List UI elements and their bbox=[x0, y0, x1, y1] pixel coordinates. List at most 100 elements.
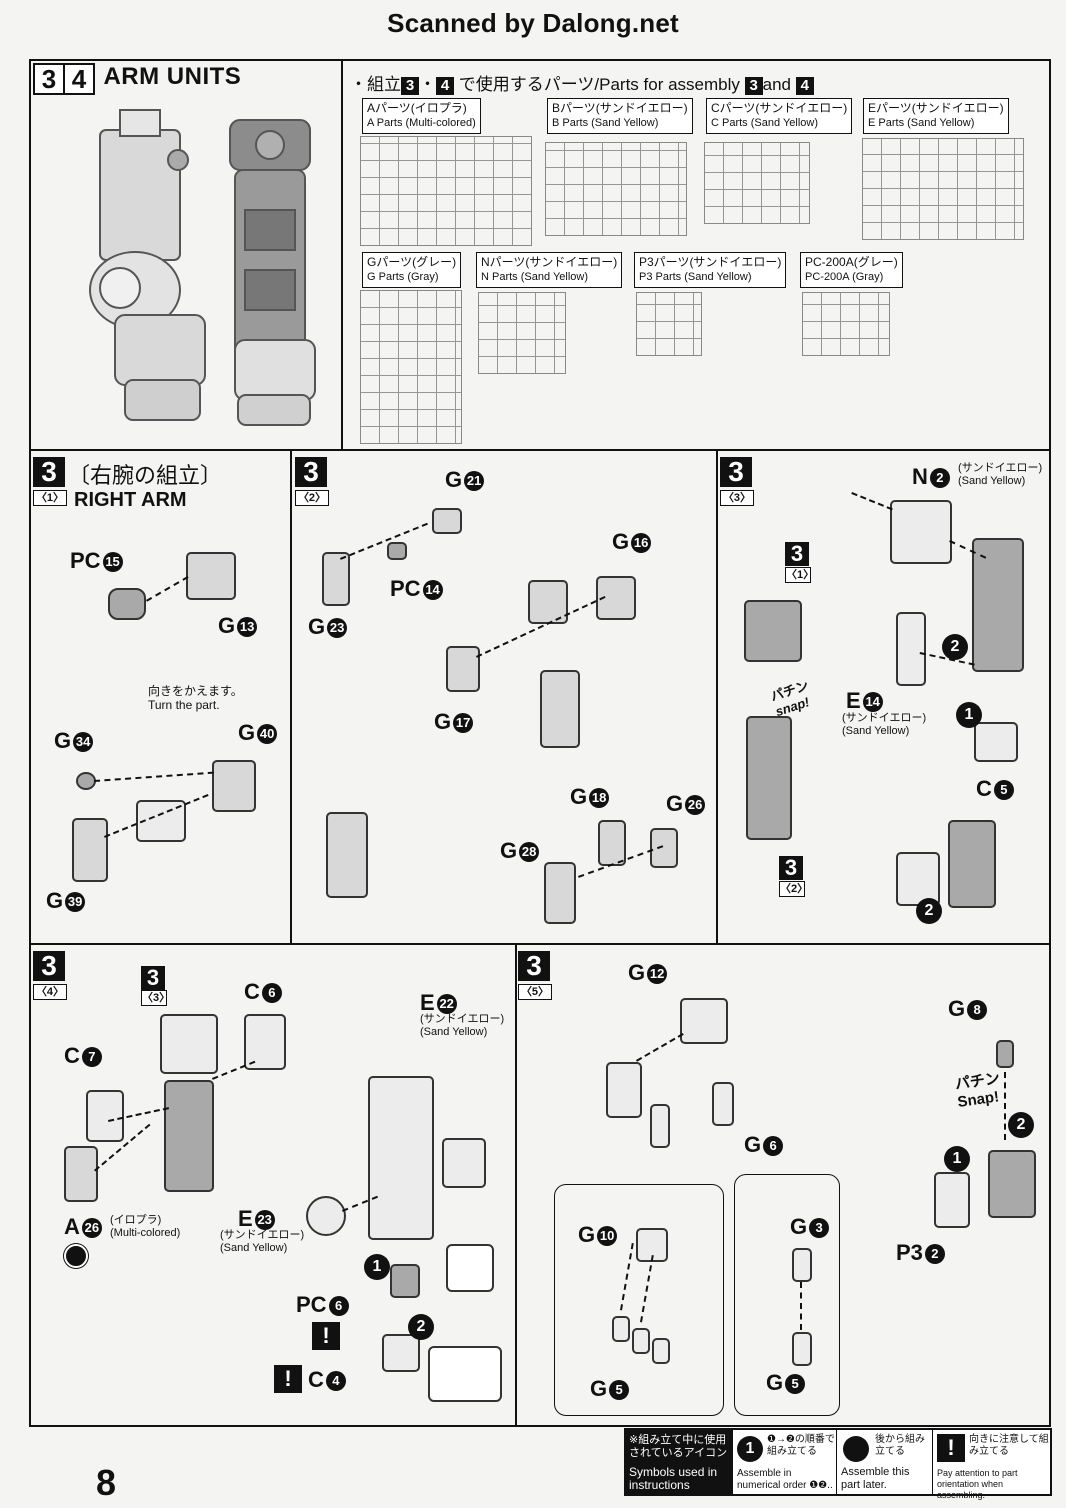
part-g34-drawing bbox=[76, 772, 96, 790]
label-name: N bbox=[912, 464, 928, 489]
legend-intro: ※組み立て中に使用されているアイコン Symbols used in instr… bbox=[626, 1430, 732, 1494]
divider-step3 bbox=[716, 449, 718, 945]
label-name: G bbox=[54, 728, 72, 753]
label-num: 12 bbox=[647, 964, 668, 984]
detail-c4-inset bbox=[428, 1346, 502, 1402]
assemble-later-legend-icon bbox=[843, 1436, 869, 1462]
runner-b-jp: Bパーツ(サンドイエロー) bbox=[552, 101, 688, 115]
part-g5-single-drawing bbox=[792, 1332, 812, 1366]
parts-assembly-step-3: 3 bbox=[401, 76, 419, 95]
label-num: 39 bbox=[65, 892, 86, 912]
step5-inset-right bbox=[734, 1174, 840, 1416]
runner-g-image bbox=[360, 290, 462, 444]
label-num: 40 bbox=[257, 724, 278, 744]
parts-assembly-and: and bbox=[762, 75, 791, 94]
legend-item-orientation: ! 向きに注意して組み立てる Pay attention to part ori… bbox=[932, 1430, 1050, 1500]
label-name: C bbox=[244, 979, 260, 1004]
runner-b-image bbox=[545, 142, 687, 236]
label-num: 2 bbox=[929, 468, 950, 488]
part-hand-drawing bbox=[988, 1150, 1036, 1218]
part-g18-drawing bbox=[598, 820, 626, 866]
legend-orientation-en: Pay attention to part orientation when a… bbox=[937, 1468, 1018, 1500]
part-g26-drawing bbox=[650, 828, 678, 868]
label-name: PC bbox=[296, 1292, 327, 1317]
divider-parts bbox=[341, 59, 343, 451]
parts-assembly-text: で使用するパーツ/Parts for assembly bbox=[458, 75, 740, 94]
runner-g-jp: Gパーツ(グレー) bbox=[367, 255, 457, 269]
step1-sub: 〈1〉 bbox=[33, 490, 67, 506]
runner-pc200a-jp: PC-200A(グレー) bbox=[805, 255, 898, 269]
legend-intro-jp: ※組み立て中に使用されているアイコン bbox=[629, 1434, 728, 1459]
label-name: G bbox=[744, 1132, 762, 1157]
label-name: G bbox=[500, 838, 518, 863]
label-num: 5 bbox=[785, 1374, 806, 1394]
step3-seq-2: 2 bbox=[942, 634, 968, 660]
label-num: 26 bbox=[81, 1218, 102, 1238]
legend-sequence-jp: ❶→❷の順番で組み立てる bbox=[767, 1434, 835, 1457]
arrow-dashed bbox=[800, 1282, 802, 1330]
runner-label-g: Gパーツ(グレー)G Parts (Gray) bbox=[362, 252, 462, 288]
legend-intro-en: Symbols used in instructions bbox=[629, 1465, 718, 1492]
step5-number: 3 bbox=[518, 951, 550, 981]
label-num: 6 bbox=[763, 1136, 784, 1156]
runner-n-jp: Nパーツ(サンドイエロー) bbox=[481, 255, 618, 269]
part-e23-drawing bbox=[306, 1196, 346, 1236]
part-g28-drawing bbox=[544, 862, 576, 924]
e14-color-jp: (サンドイエロー) bbox=[842, 712, 927, 724]
label-name: G bbox=[578, 1222, 596, 1247]
e23-color-en: (Sand Yellow) bbox=[220, 1242, 288, 1254]
part-core-drawing bbox=[136, 800, 186, 842]
part-n2-drawing bbox=[890, 500, 952, 564]
label-num: 14 bbox=[422, 580, 443, 600]
part-g5-c-drawing bbox=[652, 1338, 670, 1364]
step5-inset-left bbox=[554, 1184, 724, 1416]
sequence-icon: 1 bbox=[737, 1436, 763, 1462]
runner-p3-image bbox=[636, 292, 702, 356]
step2-sub: 〈2〉 bbox=[295, 490, 329, 506]
part-arm-body-drawing bbox=[164, 1080, 214, 1192]
label-num: 6 bbox=[328, 1296, 349, 1316]
label-name: G bbox=[948, 996, 966, 1021]
label-name: G bbox=[218, 613, 236, 638]
label-name: A bbox=[64, 1214, 80, 1239]
label-num: 2 bbox=[924, 1244, 945, 1264]
runner-e-en: E Parts (Sand Yellow) bbox=[868, 117, 975, 129]
part-c6-drawing bbox=[244, 1014, 286, 1070]
step4-seq-2: 2 bbox=[408, 1314, 434, 1340]
parts-assembly-prefix: ・組立 bbox=[350, 75, 401, 94]
part-p32-drawing bbox=[934, 1172, 970, 1228]
part-g40-drawing bbox=[212, 760, 256, 812]
scan-header: Scanned by Dalong.net bbox=[387, 8, 679, 38]
label-name: PC bbox=[390, 576, 421, 601]
step3-number: 3 bbox=[720, 457, 752, 487]
part-g39-drawing bbox=[72, 818, 108, 882]
part-g5-a-drawing bbox=[612, 1316, 630, 1342]
a26-color-jp: (イロプラ) bbox=[110, 1214, 162, 1226]
label-num: 10 bbox=[597, 1226, 618, 1246]
step3-seq-1: 1 bbox=[956, 702, 982, 728]
part-g8-drawing bbox=[996, 1040, 1014, 1068]
e14-color-en: (Sand Yellow) bbox=[842, 725, 910, 737]
label-num: 8 bbox=[967, 1000, 988, 1020]
runner-label-c: Cパーツ(サンドイエロー)C Parts (Sand Yellow) bbox=[706, 98, 853, 134]
step3-ref-sub: 〈1〉 bbox=[785, 567, 815, 583]
part-fingers-drawing bbox=[606, 1062, 642, 1118]
legend-later-en: Assemble this part later. bbox=[841, 1466, 910, 1491]
part-g16-drawing bbox=[596, 576, 636, 620]
label-name: E bbox=[238, 1206, 253, 1231]
